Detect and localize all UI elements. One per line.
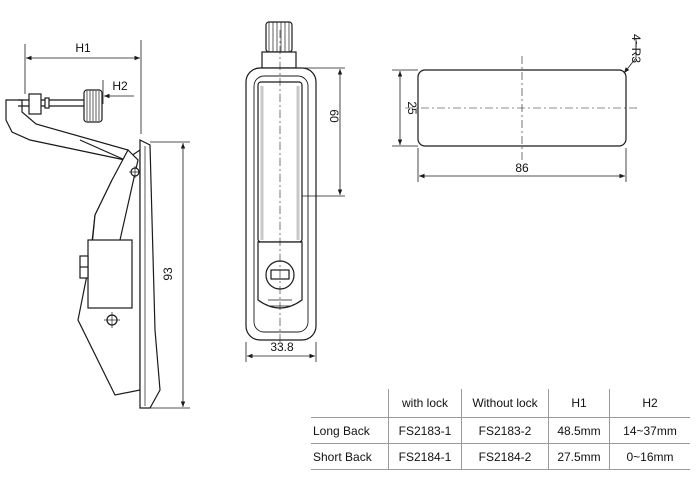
table-cell: FS2184-1 [388,443,462,470]
table-header-row: with lock Without lock H1 H2 [311,389,690,418]
height-label: 93 [161,267,175,281]
table-header-cell: Without lock [461,389,549,418]
radius-label: 4~R3 [629,34,643,63]
table-cell: 48.5mm [548,417,610,444]
handle-plate [139,139,161,409]
front-width-label: 33.8 [270,340,294,354]
table-header-cell: H1 [548,389,610,418]
cutout-view [392,38,640,182]
back-bracket [5,99,129,161]
table-cell: 14~37mm [609,417,690,444]
table-header-cell [311,389,389,418]
table-cell: FS2183-1 [388,417,462,444]
table-cell: 27.5mm [548,443,610,470]
table-header-cell: H2 [609,389,690,418]
lock-housing [87,239,133,309]
hex-nut [28,93,42,115]
table-header-cell: with lock [388,389,462,418]
side-view [5,40,190,409]
table-cell: FS2184-2 [461,443,549,470]
table-cell: FS2183-2 [461,417,549,444]
table-cell: Long Back [311,417,389,444]
spec-table: with lock Without lock H1 H2 Long Back F… [311,389,690,470]
top-knob [265,21,293,53]
front-view [245,21,345,362]
cutout-height-label: 25 [405,101,419,115]
table-cell: Short Back [311,443,389,470]
table-row: Long Back FS2183-1 FS2183-2 48.5mm 14~37… [311,417,690,444]
table-row: Short Back FS2184-1 FS2184-2 27.5mm 0~16… [311,443,690,470]
h1-label: H1 [75,41,91,55]
table-cell: 0~16mm [609,443,690,470]
front-height-label: 60 [327,109,341,123]
cutout-width-label: 86 [515,161,529,175]
h2-label: H2 [112,79,128,93]
